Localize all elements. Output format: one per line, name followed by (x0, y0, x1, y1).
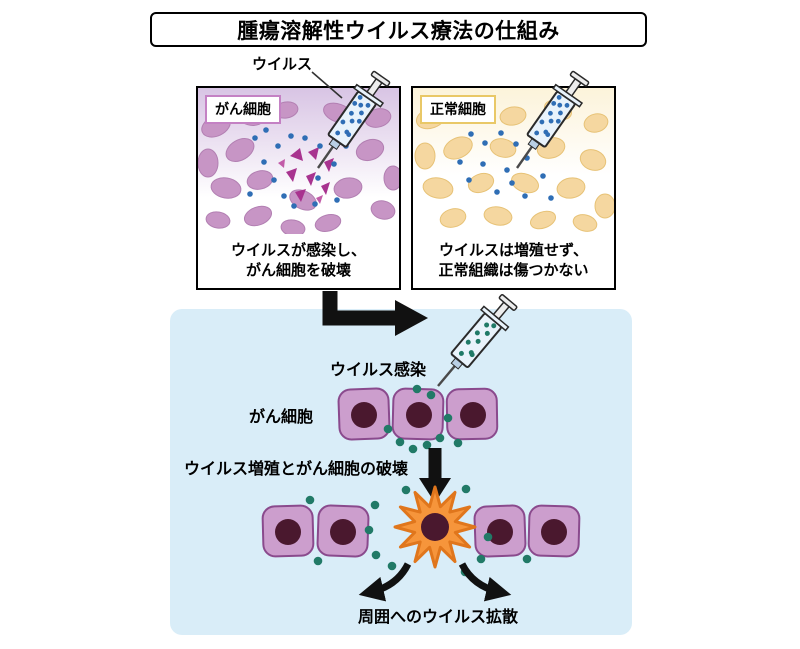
normal-cells-tag: 正常細胞 (420, 95, 496, 124)
cell-nuclei-row2 (275, 519, 567, 545)
caption-line: ウイルスは増殖せず、 (439, 241, 588, 259)
cancer-panel-caption: ウイルスが感染し、 がん細胞を破壊 (198, 234, 399, 288)
caption-line: がん細胞を破壊 (245, 262, 351, 279)
virus-pointer-line (311, 71, 343, 99)
infection-label: ウイルス感染 (330, 362, 427, 379)
caption-line: ウイルスが感染し、 (230, 241, 366, 259)
cell-nuclei-row1 (351, 402, 486, 428)
virus-particles-teal-row2 (305, 484, 532, 577)
virus-dose-teal (458, 322, 497, 358)
cancer-cells-tag: がん細胞 (205, 95, 281, 124)
spread-label: 周囲へのウイルス拡散 (358, 609, 519, 626)
cancer-cells-panel: がん細胞 ウイルスが感染し、 がん細胞を破壊 (196, 86, 401, 290)
syringe-icon (317, 70, 391, 169)
syringe-icon (437, 294, 518, 387)
destruction-label: ウイルス増殖とがん細胞の破壊 (184, 461, 409, 478)
flow-arrow-icon (322, 291, 428, 336)
caption-line: 正常組織は傷つかない (438, 262, 589, 279)
virus-particles-blue (457, 130, 554, 201)
spread-arrow-left-icon (358, 562, 412, 602)
syringe-icon (516, 70, 590, 169)
process-illustration (261, 384, 581, 602)
cancer-cells-row-label: がん細胞 (249, 409, 314, 426)
normal-panel-caption: ウイルスは増殖せず、 正常組織は傷つかない (413, 234, 614, 288)
process-panel (170, 309, 632, 635)
virus-particles-blue (247, 127, 349, 209)
destroyed-cell-fragments (278, 147, 334, 204)
virus-pointer-label: ウイルス (252, 56, 313, 73)
bursting-cell (393, 485, 477, 569)
diagram-title: 腫瘍溶解性ウイルス療法の仕組み (150, 12, 647, 47)
virus-particles-teal-row1 (383, 384, 463, 454)
virus-dose-blue (335, 94, 371, 137)
virus-dose-blue (534, 94, 570, 137)
spread-arrow-right-icon (458, 562, 512, 602)
